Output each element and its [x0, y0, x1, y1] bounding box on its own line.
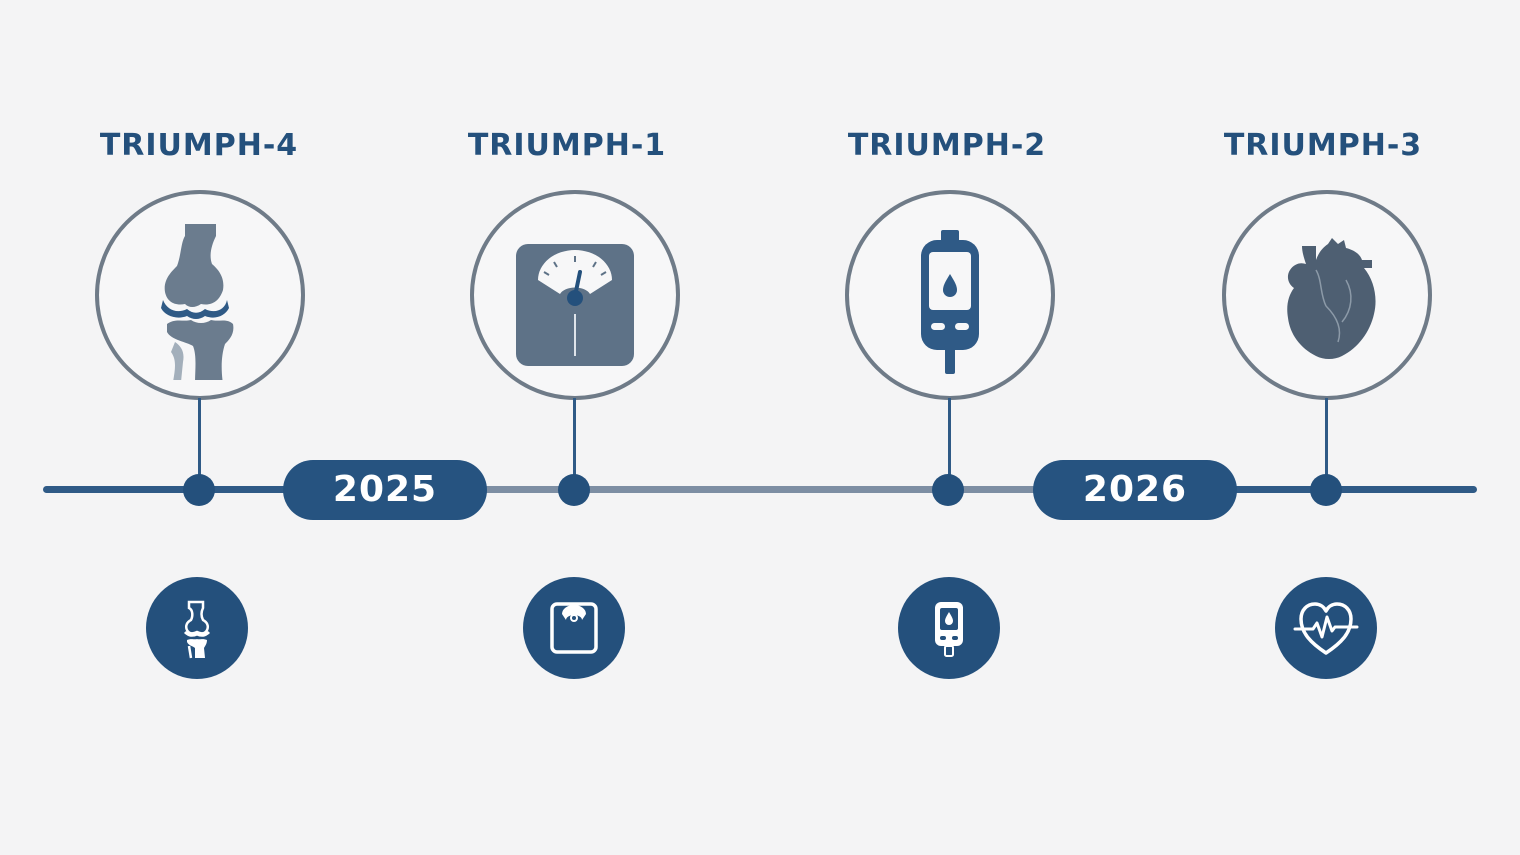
year-pill-2025: 2025 [283, 460, 487, 520]
trial-label: TRIUMPH-2 [847, 128, 1047, 163]
weight-scale-icon [516, 244, 634, 366]
glucose-meter-icon [935, 602, 963, 657]
knee-joint-icon [161, 224, 234, 380]
trial-badge [898, 577, 1000, 679]
glucose-meter-icon [921, 230, 979, 374]
timeline-node [1310, 474, 1342, 506]
heart-icon [1293, 602, 1359, 655]
timeline-node [932, 474, 964, 506]
trial-connector [572, 398, 576, 490]
trial-icon-circle [845, 190, 1055, 400]
trial-label: TRIUMPH-4 [99, 128, 299, 163]
year-pill-2026: 2026 [1033, 460, 1237, 520]
trial-label: TRIUMPH-1 [467, 128, 667, 163]
trial-icon-circle [1222, 190, 1432, 400]
trial-connector [197, 398, 201, 490]
trial-badge [1275, 577, 1377, 679]
trial-badge [523, 577, 625, 679]
trial-label: TRIUMPH-3 [1223, 128, 1423, 163]
timeline-axis [43, 486, 1477, 493]
trial-icon-circle [470, 190, 680, 400]
weight-scale-icon [550, 602, 598, 654]
knee-joint-icon [183, 600, 211, 659]
heart-icon [1287, 238, 1376, 359]
timeline-node [183, 474, 215, 506]
trial-connector [1324, 398, 1328, 490]
trial-icon-circle [95, 190, 305, 400]
trial-badge [146, 577, 248, 679]
timeline-node [558, 474, 590, 506]
trial-connector [947, 398, 951, 490]
